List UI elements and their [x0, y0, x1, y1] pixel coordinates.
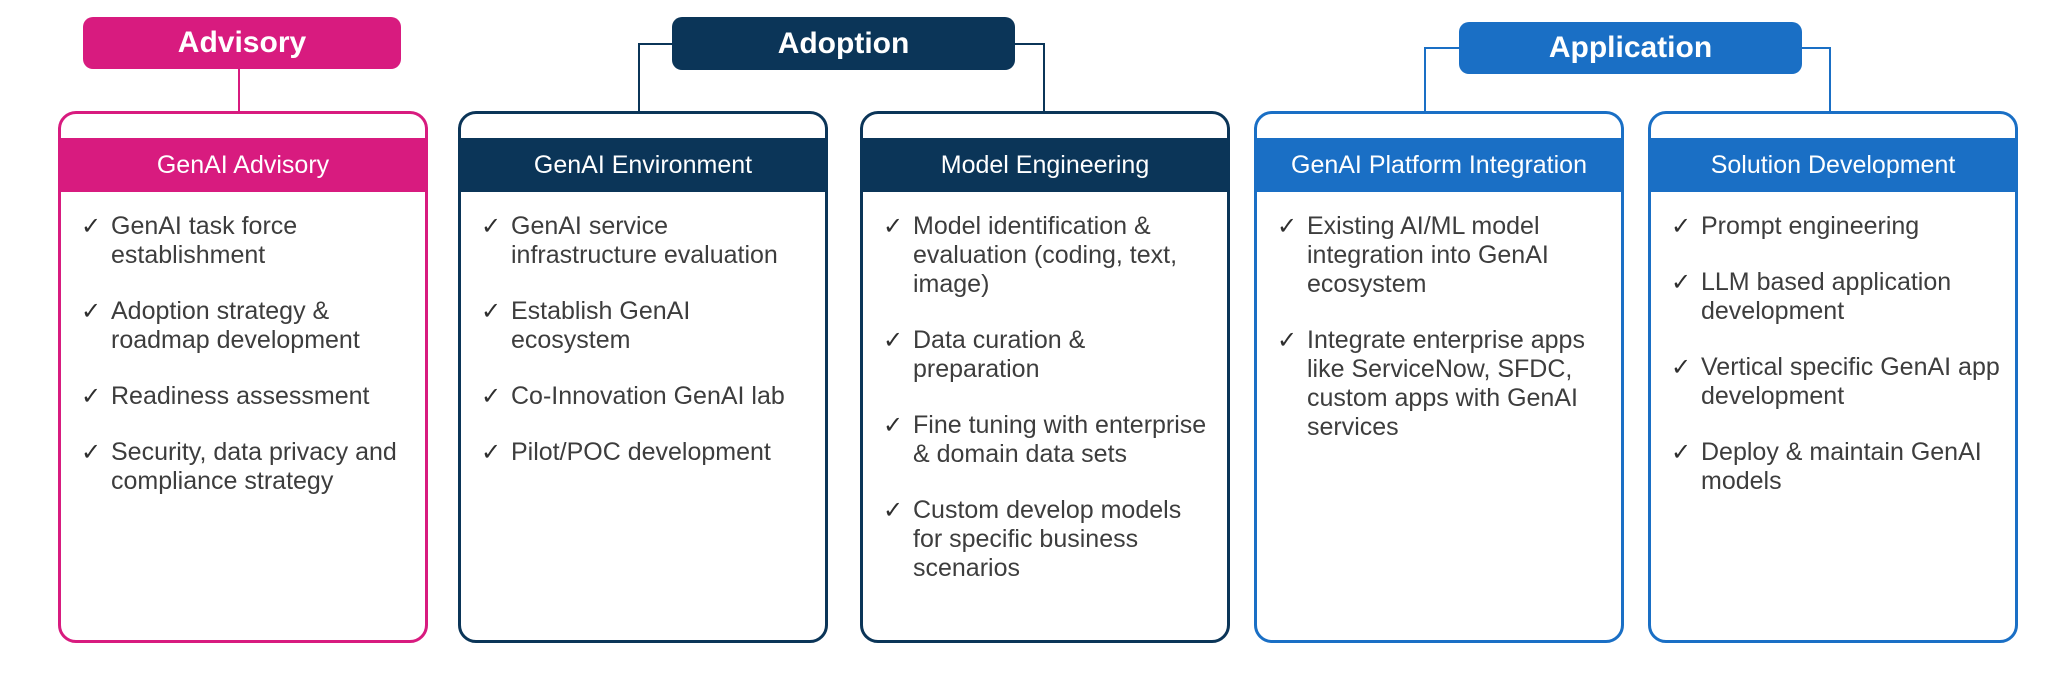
list-item: ✓ Establish GenAI ecosystem — [481, 297, 813, 355]
list-item-text: Existing AI/ML model integration into Ge… — [1307, 212, 1549, 298]
check-icon: ✓ — [1671, 269, 1692, 296]
list-item: ✓ Adoption strategy & roadmap development — [81, 297, 413, 355]
list-item-text: Data curation & preparation — [913, 326, 1086, 383]
check-icon: ✓ — [1671, 439, 1692, 466]
adoption-connector-right — [1015, 43, 1045, 111]
check-icon: ✓ — [1671, 354, 1692, 381]
check-icon: ✓ — [481, 383, 502, 410]
list-item: ✓ Model identification & evaluation (codi… — [883, 212, 1215, 299]
check-icon: ✓ — [81, 439, 102, 466]
list-item-text: GenAI service infrastructure evaluation — [511, 212, 778, 269]
application-connector-left — [1424, 47, 1459, 111]
check-icon: ✓ — [1671, 213, 1692, 240]
card-header: GenAI Advisory — [61, 138, 425, 192]
application-connector-right — [1802, 47, 1831, 111]
list-item-text: Fine tuning with enterprise & domain dat… — [913, 411, 1207, 468]
category-advisory: Advisory — [83, 17, 401, 69]
list-item: ✓ Security, data privacy and compliance s… — [81, 438, 413, 496]
list-item: ✓ Existing AI/ML model integration into G… — [1277, 212, 1609, 299]
list-item-text: Integrate enterprise apps like ServiceNo… — [1307, 326, 1585, 441]
check-icon: ✓ — [1277, 327, 1298, 354]
card-header: Model Engineering — [863, 138, 1227, 192]
card-solution-development: Solution Development ✓ Prompt engineering… — [1648, 111, 2018, 643]
card-list: ✓ GenAI service infrastructure evaluation… — [481, 212, 813, 494]
list-item-text: Security, data privacy and compliance st… — [111, 438, 397, 495]
card-title: Model Engineering — [940, 150, 1150, 179]
list-item: ✓ Deploy & maintain GenAI models — [1671, 438, 2003, 496]
card-genai-environment: GenAI Environment ✓ GenAI service infrast… — [458, 111, 828, 643]
card-title: GenAI Advisory — [156, 150, 330, 179]
card-header: Solution Development — [1651, 138, 2015, 192]
check-icon: ✓ — [883, 497, 904, 524]
category-adoption: Adoption — [672, 17, 1015, 70]
card-genai-platform-integration: GenAI Platform Integration ✓ Existing AI/… — [1254, 111, 1624, 643]
card-title: GenAI Environment — [533, 150, 753, 179]
list-item: ✓ Custom develop models for specific busi… — [883, 496, 1215, 583]
list-item-text: Pilot/POC development — [511, 438, 771, 466]
list-item-text: Adoption strategy & roadmap development — [111, 297, 360, 354]
list-item-text: GenAI task force establishment — [111, 212, 298, 269]
list-item-text: Prompt engineering — [1701, 212, 1920, 240]
list-item-text: Co-Innovation GenAI lab — [511, 382, 785, 410]
card-list: ✓ Existing AI/ML model integration into G… — [1277, 212, 1609, 469]
advisory-connector — [238, 69, 240, 111]
card-list: ✓ Model identification & evaluation (codi… — [883, 212, 1215, 610]
adoption-connector-left — [638, 43, 672, 111]
list-item: ✓ Data curation & preparation — [883, 326, 1215, 384]
list-item: ✓ GenAI task force establishment — [81, 212, 413, 270]
category-adoption-label: Adoption — [777, 26, 910, 60]
check-icon: ✓ — [883, 327, 904, 354]
category-application-label: Application — [1548, 31, 1713, 64]
check-icon: ✓ — [81, 213, 102, 240]
list-item-text: Custom develop models for specific busin… — [913, 496, 1182, 582]
check-icon: ✓ — [883, 213, 904, 240]
list-item-text: Vertical specific GenAI app development — [1701, 353, 2000, 410]
check-icon: ✓ — [883, 412, 904, 439]
card-title: GenAI Platform Integration — [1291, 150, 1587, 179]
card-list: ✓ GenAI task force establishment ✓ Adoptio… — [81, 212, 413, 523]
list-item-text: Establish GenAI ecosystem — [511, 297, 691, 354]
list-item: ✓ LLM based application development — [1671, 268, 2003, 326]
check-icon: ✓ — [81, 383, 102, 410]
card-header: GenAI Environment — [461, 138, 825, 192]
list-item-text: LLM based application development — [1701, 268, 1952, 325]
check-icon: ✓ — [481, 213, 502, 240]
check-icon: ✓ — [81, 298, 102, 325]
card-list: ✓ Prompt engineering ✓ LLM based applicati… — [1671, 212, 2003, 523]
list-item: ✓ Vertical specific GenAI app development — [1671, 353, 2003, 411]
list-item-text: Model identification & evaluation (codin… — [913, 212, 1178, 298]
card-title: Solution Development — [1710, 150, 1956, 179]
list-item-text: Readiness assessment — [111, 382, 370, 410]
card-genai-advisory: GenAI Advisory ✓ GenAI task force establi… — [58, 111, 428, 643]
category-advisory-label: Advisory — [177, 26, 307, 59]
list-item: ✓ GenAI service infrastructure evaluation — [481, 212, 813, 270]
list-item: ✓ Readiness assessment — [81, 382, 413, 411]
list-item: ✓ Pilot/POC development — [481, 438, 813, 467]
list-item-text: Deploy & maintain GenAI models — [1701, 438, 1982, 495]
check-icon: ✓ — [481, 298, 502, 325]
check-icon: ✓ — [1277, 213, 1298, 240]
list-item: ✓ Fine tuning with enterprise & domain da… — [883, 411, 1215, 469]
list-item: ✓ Integrate enterprise apps like ServiceN… — [1277, 326, 1609, 442]
category-application: Application — [1459, 22, 1802, 74]
card-header: GenAI Platform Integration — [1257, 138, 1621, 192]
card-model-engineering: Model Engineering ✓ Model identification … — [860, 111, 1230, 643]
list-item: ✓ Prompt engineering — [1671, 212, 2003, 241]
list-item: ✓ Co-Innovation GenAI lab — [481, 382, 813, 411]
check-icon: ✓ — [481, 439, 502, 466]
